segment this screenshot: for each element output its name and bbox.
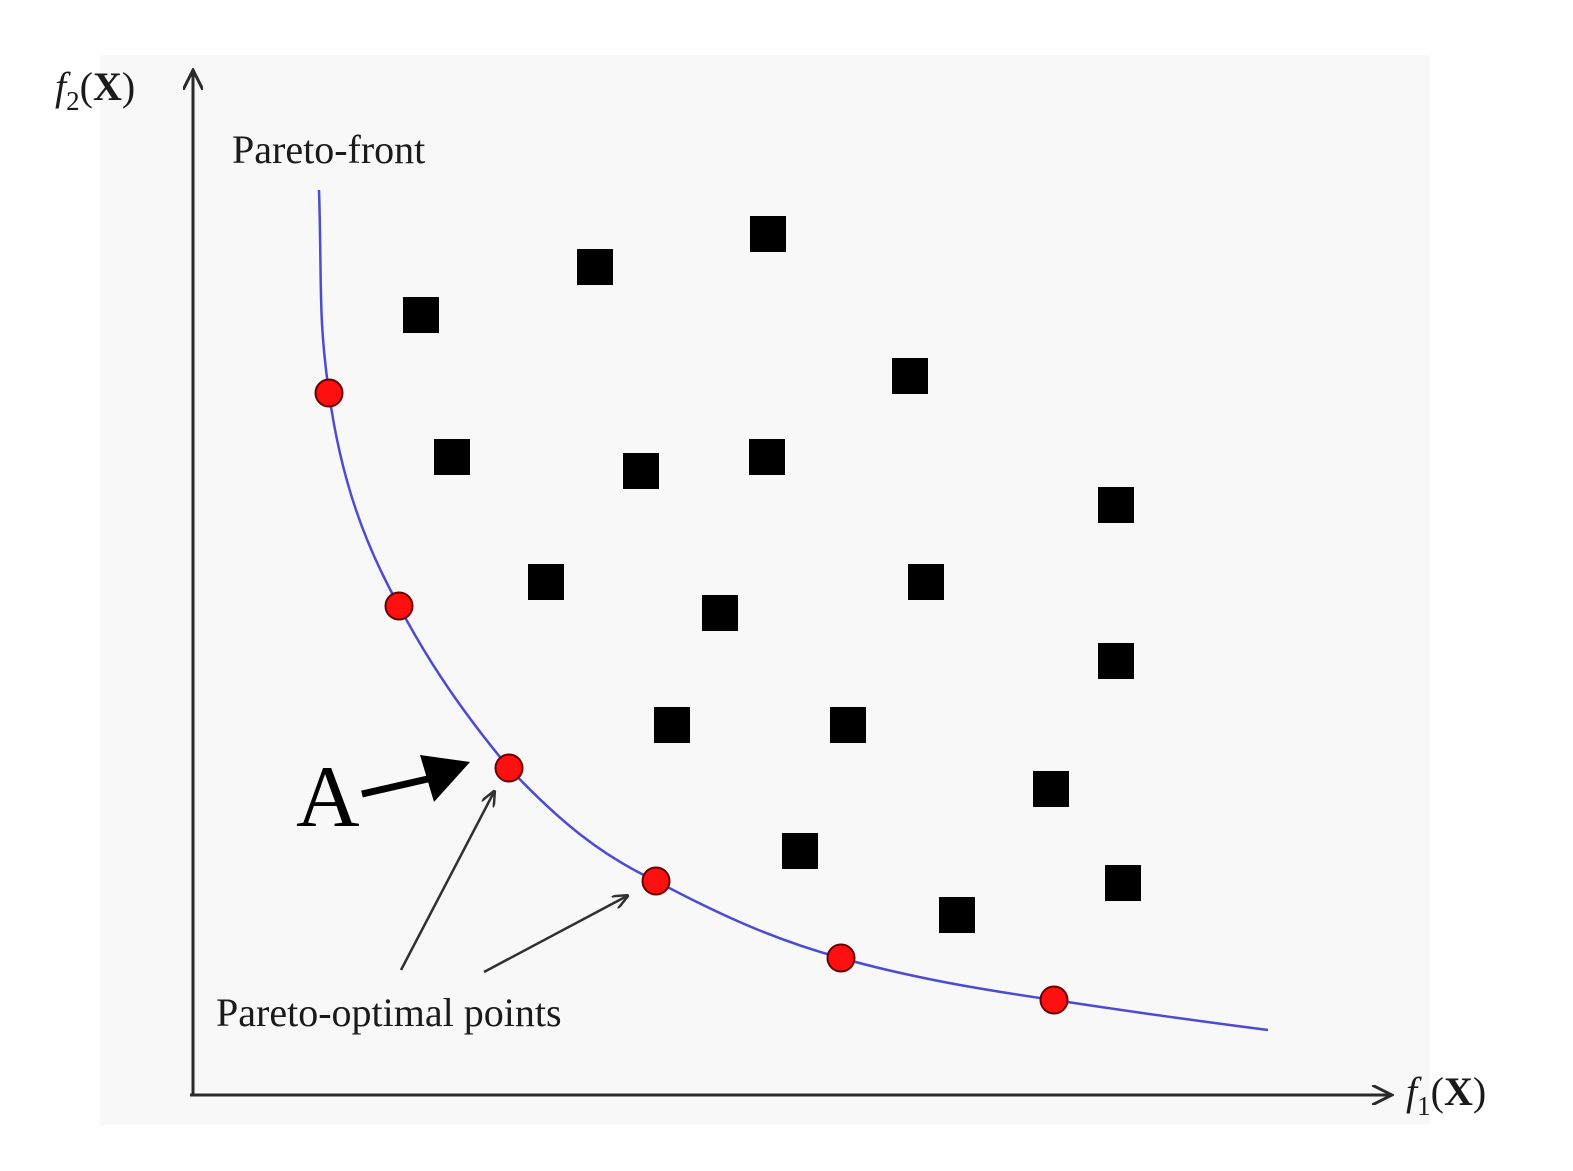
dominated-point xyxy=(702,595,738,631)
x-axis-subscript: 1 xyxy=(1417,1091,1431,1121)
pointer-arrow xyxy=(483,896,627,974)
dominated-point xyxy=(577,249,613,285)
pareto-optimal-label: Pareto-optimal points xyxy=(216,990,562,1035)
dominated-point xyxy=(830,707,866,743)
dominated-point xyxy=(749,439,785,475)
pareto-optimal-point xyxy=(641,866,671,896)
pareto-optimal-point xyxy=(314,378,344,408)
dominated-point xyxy=(1098,643,1134,679)
dominated-point xyxy=(750,216,786,252)
point-a-arrow xyxy=(361,755,470,802)
y-axis-variable: X xyxy=(93,64,122,109)
y-axis-close-paren: ) xyxy=(122,64,135,109)
dominated-point xyxy=(623,453,659,489)
y-axis-label: f2(X) xyxy=(55,64,135,116)
dominated-point xyxy=(403,297,439,333)
x-axis-close-paren: ) xyxy=(1473,1069,1486,1114)
y-axis-open-paren: ( xyxy=(80,64,93,109)
point-a-label: A xyxy=(296,749,360,846)
dominated-point xyxy=(908,564,944,600)
dominated-point xyxy=(528,564,564,600)
pareto-optimal-point xyxy=(826,943,856,973)
pointer-arrow xyxy=(399,792,494,971)
dominated-point xyxy=(892,358,928,394)
pareto-optimal-point xyxy=(1039,985,1069,1015)
x-axis-variable: X xyxy=(1444,1069,1473,1114)
pareto-front-label: Pareto-front xyxy=(232,127,425,172)
pareto-optimal-point-a xyxy=(494,753,524,783)
dominated-point xyxy=(939,897,975,933)
pareto-optimal-point xyxy=(384,591,414,621)
pareto-front-curve xyxy=(317,189,1269,1032)
dominated-points xyxy=(403,216,1141,933)
plot-background xyxy=(100,55,1430,1125)
x-axis-open-paren: ( xyxy=(1431,1069,1444,1114)
dominated-point xyxy=(782,833,818,869)
dominated-point xyxy=(1098,487,1134,523)
dominated-point xyxy=(434,439,470,475)
dominated-point xyxy=(1033,771,1069,807)
pareto-optimal-points xyxy=(314,378,1069,1015)
dominated-point xyxy=(654,707,690,743)
y-axis-subscript: 2 xyxy=(66,86,80,116)
dominated-point xyxy=(1105,865,1141,901)
